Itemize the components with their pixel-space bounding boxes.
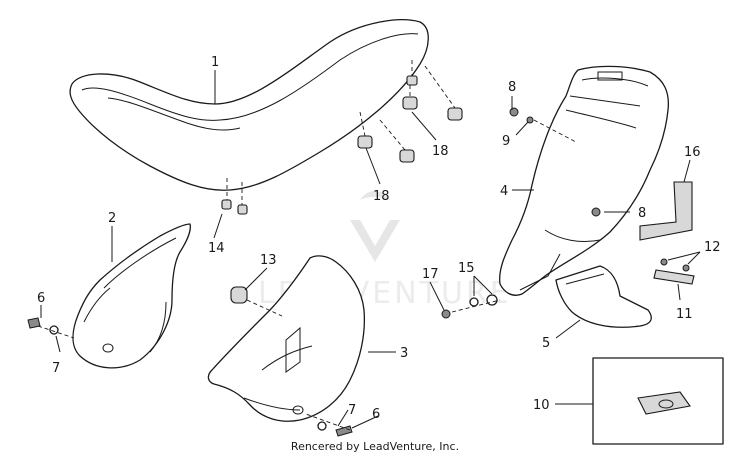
callout-8: 8 — [638, 206, 646, 221]
screw — [335, 425, 353, 437]
mount-plate — [653, 269, 695, 285]
tank-cover — [499, 65, 670, 296]
callout-18: 18 — [373, 189, 390, 204]
inset-box — [592, 357, 724, 445]
callout-3: 3 — [400, 346, 408, 361]
bolt — [509, 107, 519, 117]
plug — [230, 286, 248, 304]
callout-2: 2 — [108, 211, 116, 226]
watermark-logo — [350, 191, 400, 262]
callout-17: 17 — [422, 267, 439, 282]
washer — [486, 294, 498, 306]
screw — [27, 317, 41, 329]
callout-11: 11 — [676, 307, 693, 322]
grommet — [237, 204, 248, 215]
bracket — [639, 181, 693, 241]
seat-damper — [402, 96, 418, 110]
callout-12: 12 — [704, 240, 721, 255]
screw — [660, 258, 668, 266]
callout-7: 7 — [348, 403, 356, 418]
callout-6: 6 — [37, 291, 45, 306]
seat-damper — [399, 149, 415, 163]
callout-13: 13 — [260, 253, 277, 268]
left-side-panel — [72, 223, 191, 369]
callout-15: 15 — [458, 261, 475, 276]
leader-lines — [40, 70, 701, 429]
bolt — [441, 309, 451, 319]
right-side-panel — [207, 255, 366, 422]
callout-8: 8 — [508, 80, 516, 95]
callout-7: 7 — [52, 361, 60, 376]
grommet-group — [221, 199, 248, 215]
callout-14: 14 — [208, 241, 225, 256]
callout-16: 16 — [684, 145, 701, 160]
callout-4: 4 — [500, 184, 508, 199]
washer — [49, 325, 59, 335]
seat-damper — [357, 135, 373, 149]
washer — [526, 116, 534, 124]
washer — [469, 297, 479, 307]
callout-10: 10 — [533, 398, 550, 413]
screw — [682, 264, 690, 272]
washer — [317, 421, 327, 431]
rubber-plug — [230, 286, 248, 304]
callout-6: 6 — [372, 407, 380, 422]
seat-damper — [406, 75, 418, 86]
bolt — [591, 207, 601, 217]
callout-5: 5 — [542, 336, 550, 351]
credit-line: Rencered by LeadVenture, Inc. — [290, 440, 460, 453]
callout-1: 1 — [211, 55, 219, 70]
grommet — [221, 199, 232, 210]
seat — [69, 19, 429, 191]
seat-damper — [447, 107, 463, 121]
fastener-group — [27, 107, 690, 437]
callout-9: 9 — [502, 134, 510, 149]
skid-plate — [555, 265, 652, 328]
seat-damper-group — [357, 75, 463, 163]
callout-18: 18 — [432, 144, 449, 159]
